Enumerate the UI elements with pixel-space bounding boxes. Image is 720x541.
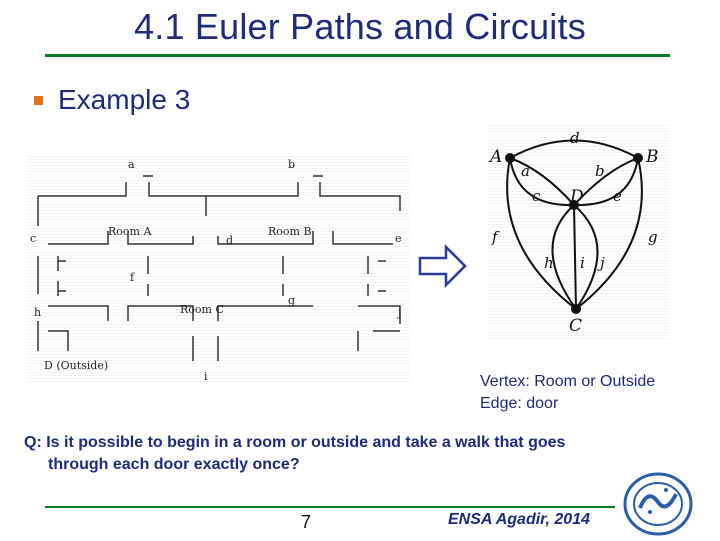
slide-title: 4.1 Euler Paths and Circuits	[134, 6, 586, 47]
room-label-b: Room B	[268, 225, 312, 238]
vertex-label: B	[645, 147, 659, 167]
door-label: g	[288, 294, 295, 307]
room-label-c: Room C	[180, 303, 224, 316]
graph-vertex	[633, 153, 643, 163]
door-label: c	[30, 232, 36, 245]
question-line-2: through each door exactly once?	[48, 456, 300, 473]
graph-diagram: A B D C a b c d e f g h i j	[488, 125, 669, 340]
edge-label: g	[648, 228, 658, 246]
university-logo-icon	[622, 472, 694, 541]
graph-edge	[551, 204, 577, 310]
footer-rule	[45, 506, 615, 508]
page-number: 7	[301, 512, 312, 532]
graph-vertex	[571, 304, 581, 314]
graph-edge	[509, 157, 575, 206]
title-rule	[45, 54, 670, 57]
edge-label: b	[595, 162, 605, 180]
room-label-outside: D (Outside)	[44, 359, 108, 372]
bullet-icon	[34, 96, 43, 105]
edge-label: e	[613, 187, 622, 205]
right-arrow-icon	[418, 243, 468, 293]
floor-plan: a b c d e f g h i j Room A Room B Room C…	[28, 156, 410, 384]
graph-edge	[506, 157, 577, 310]
edge-label: j	[597, 254, 605, 272]
graph-edge	[509, 157, 575, 207]
door-label: h	[34, 306, 41, 319]
edge-label: c	[532, 187, 541, 205]
graph-vertex	[569, 200, 579, 210]
question-line-1: Q: Is it possible to begin in a room or …	[24, 434, 566, 451]
door-label: a	[128, 158, 135, 171]
edge-label: h	[544, 254, 554, 272]
graph-vertex	[505, 153, 515, 163]
edge-label: a	[521, 162, 530, 180]
graph-edge	[573, 157, 639, 207]
vertex-label: C	[569, 316, 582, 336]
edge-label: d	[570, 129, 580, 147]
graph-edge	[509, 139, 639, 159]
floor-plan-drawing: a b c d e f g h i j Room A Room B Room C…	[30, 158, 402, 383]
graph-edge	[573, 204, 599, 310]
footer-text: ENSA Agadir, 2014	[448, 511, 590, 528]
legend-vertex: Vertex: Room or Outside	[480, 373, 656, 390]
edge-label: i	[580, 254, 585, 272]
edge-label: f	[491, 228, 500, 246]
vertex-label: A	[488, 147, 502, 167]
door-label: f	[130, 271, 135, 284]
graph-edge	[575, 157, 643, 310]
legend: Vertex: Room or Outside Edge: door	[480, 371, 655, 415]
door-label: i	[204, 370, 208, 383]
door-label: j	[396, 306, 401, 319]
legend-edge: Edge: door	[480, 395, 559, 412]
room-label-a: Room A	[108, 225, 152, 238]
door-label: e	[395, 232, 402, 245]
graph-edge	[573, 204, 577, 310]
example-heading: Example 3	[58, 84, 191, 115]
vertex-label: D	[569, 187, 584, 207]
graph-drawing: A B D C a b c d e f g h i j	[488, 129, 659, 336]
door-label: b	[288, 158, 295, 171]
door-label: d	[226, 234, 233, 247]
question-text: Q: Is it possible to begin in a room or …	[24, 432, 684, 476]
graph-edge	[573, 157, 639, 206]
